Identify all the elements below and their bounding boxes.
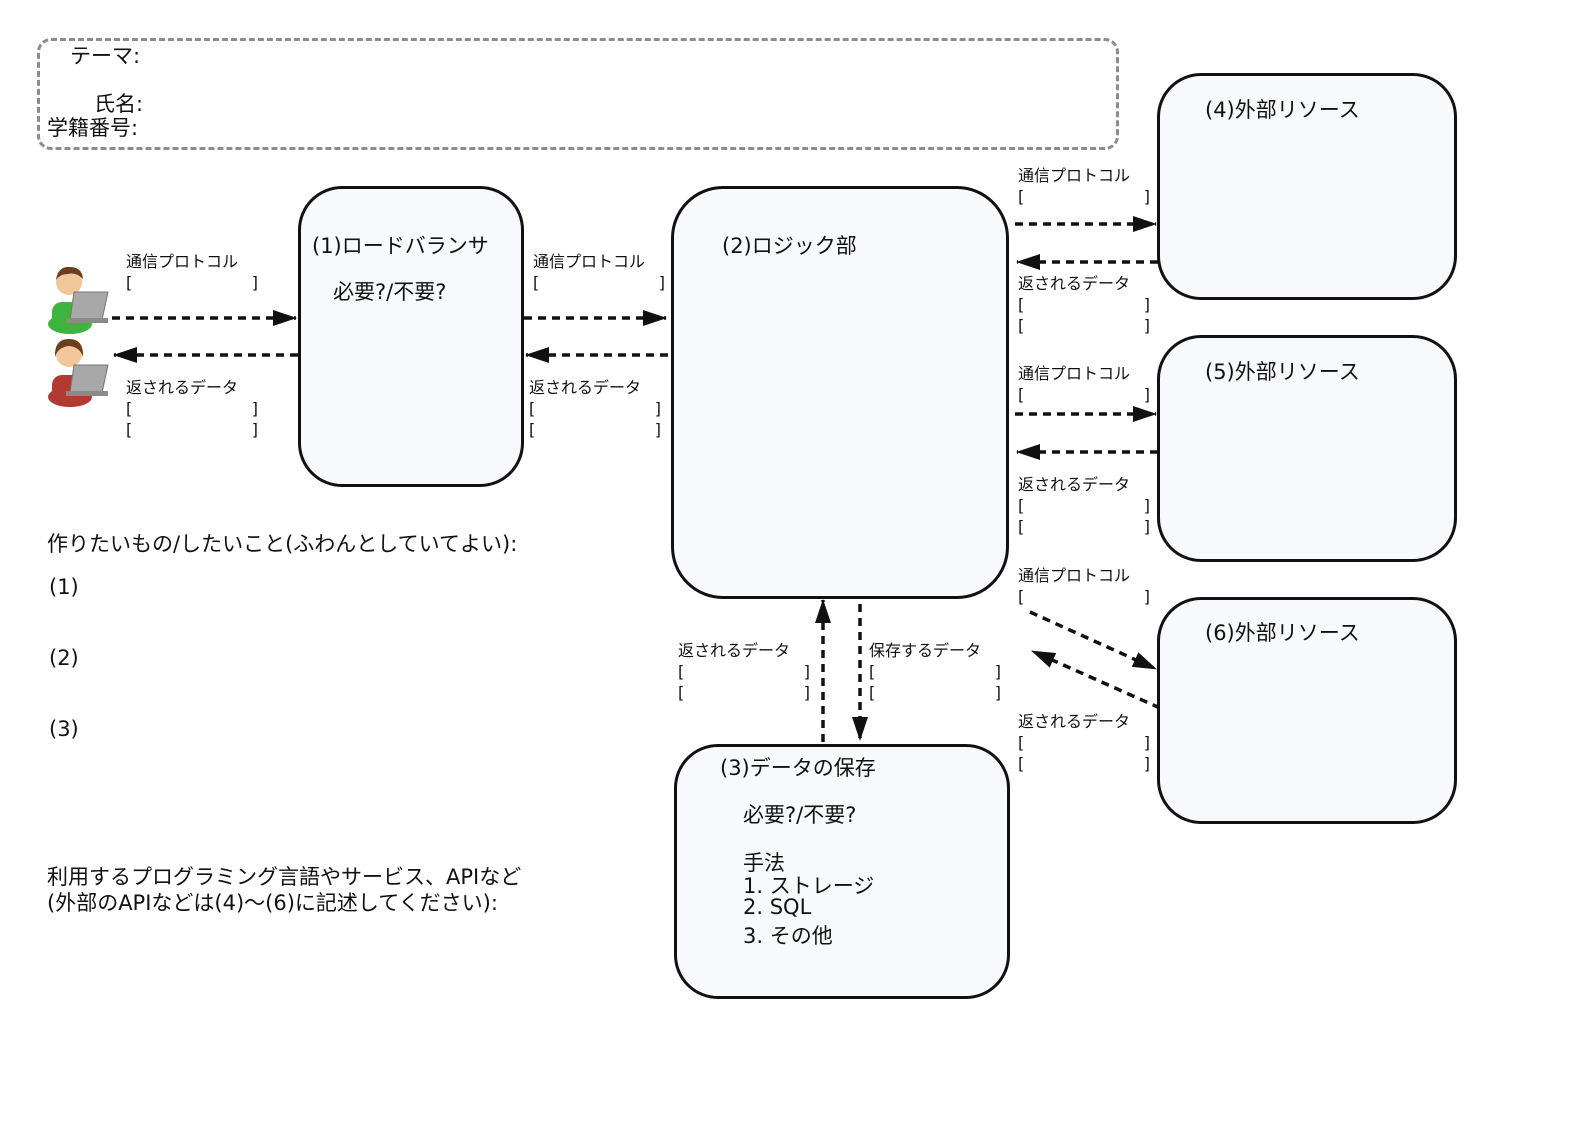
- theme-label: テーマ:: [70, 44, 141, 68]
- student-id-label: 学籍番号:: [47, 116, 139, 140]
- blank-field: []: [126, 399, 258, 418]
- saved-data-label: 保存するデータ: [869, 641, 982, 660]
- resource4-title: (4)外部リソース: [1205, 98, 1360, 122]
- protocol-label: 通信プロトコル: [533, 252, 646, 271]
- blank-field: []: [1018, 517, 1150, 536]
- storage-question: 必要?/不要?: [743, 803, 857, 827]
- blank-field: []: [126, 420, 258, 439]
- blank-field: []: [869, 683, 1001, 702]
- blank-field: []: [869, 662, 1001, 681]
- protocol-label: 通信プロトコル: [1018, 166, 1131, 185]
- returned-data-label: 返されるデータ: [678, 641, 791, 660]
- resource6-box: [1157, 597, 1457, 824]
- resource5-box: [1157, 335, 1457, 562]
- wants-item: (1): [49, 575, 79, 599]
- returned-data-label: 返されるデータ: [126, 378, 239, 397]
- name-label: 氏名:: [94, 92, 144, 116]
- protocol-label: 通信プロトコル: [1018, 364, 1131, 383]
- protocol-label: 通信プロトコル: [126, 252, 239, 271]
- resource5-title: (5)外部リソース: [1205, 360, 1360, 384]
- arrow-logic-to-r6: [1029, 610, 1157, 671]
- storage-title: (3)データの保存: [720, 756, 876, 780]
- blank-field: []: [678, 662, 810, 681]
- blank-field: []: [126, 273, 258, 292]
- blank-field: []: [678, 683, 810, 702]
- blank-field: []: [1018, 733, 1150, 752]
- load-balancer-box: [298, 186, 524, 487]
- user-laptop-icon: [48, 339, 109, 407]
- returned-data-label: 返されるデータ: [1018, 274, 1131, 293]
- logic-box: [671, 186, 1009, 599]
- blank-field: []: [1018, 385, 1150, 404]
- blank-field: []: [533, 273, 665, 292]
- blank-field: []: [1018, 316, 1150, 335]
- languages-heading: 利用するプログラミング言語やサービス、APIなど: [47, 865, 522, 889]
- returned-data-label: 返されるデータ: [1018, 475, 1131, 494]
- blank-field: []: [529, 420, 661, 439]
- blank-field: []: [1018, 295, 1150, 314]
- blank-field: []: [1018, 587, 1150, 606]
- arrow-r6-to-logic: [1031, 649, 1161, 710]
- storage-option: 2. SQL: [743, 895, 812, 919]
- storage-box: [674, 744, 1010, 999]
- storage-option: 3. その他: [743, 924, 833, 948]
- storage-method-label: 手法: [743, 851, 785, 875]
- protocol-label: 通信プロトコル: [1018, 566, 1131, 585]
- resource4-box: [1157, 73, 1457, 300]
- resource6-title: (6)外部リソース: [1205, 621, 1360, 645]
- blank-field: []: [1018, 187, 1150, 206]
- header-box: [37, 38, 1119, 150]
- wants-heading: 作りたいもの/したいこと(ふわんとしていてよい):: [47, 532, 518, 556]
- load-balancer-question: 必要?/不要?: [333, 280, 447, 304]
- logic-title: (2)ロジック部: [722, 234, 857, 258]
- returned-data-label: 返されるデータ: [529, 378, 642, 397]
- wants-item: (3): [49, 717, 79, 741]
- storage-option: 1. ストレージ: [743, 874, 875, 898]
- languages-note: (外部のAPIなどは(4)〜(6)に記述してください):: [47, 891, 498, 915]
- blank-field: []: [1018, 496, 1150, 515]
- wants-item: (2): [49, 646, 79, 670]
- user-laptop-icon: [48, 266, 109, 334]
- returned-data-label: 返されるデータ: [1018, 712, 1131, 731]
- blank-field: []: [529, 399, 661, 418]
- blank-field: []: [1018, 754, 1150, 773]
- load-balancer-title: (1)ロードバランサ: [312, 234, 489, 258]
